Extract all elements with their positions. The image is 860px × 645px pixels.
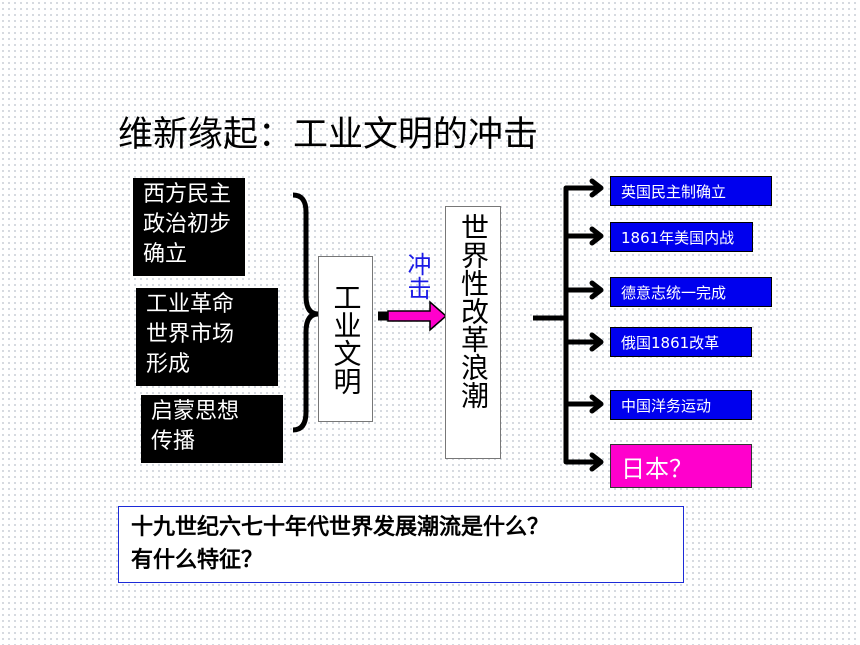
discussion-question: 十九世纪六七十年代世界发展潮流是什么？ 有什么特征？ xyxy=(118,506,684,583)
branch-arrowhead-russia xyxy=(589,332,604,352)
branch-arrowhead-usa xyxy=(589,226,604,246)
result-usa-civil-war: 1861年美国内战 xyxy=(610,222,753,252)
branch-arrowhead-britain xyxy=(589,178,604,198)
industrial-civilization-text: 工业文明 xyxy=(329,283,363,395)
result-britain: 英国民主制确立 xyxy=(610,176,772,206)
cause-box-democracy: 西方民主 政治初步 确立 xyxy=(133,178,245,276)
result-russia-reform: 俄国1861改革 xyxy=(610,327,752,357)
result-german-unification: 德意志统一完成 xyxy=(610,277,772,307)
branch-arrowhead-germany xyxy=(589,280,604,300)
industrial-civilization-box: 工业文明 xyxy=(318,256,373,422)
cause-box-enlightenment: 启蒙思想 传播 xyxy=(141,395,283,463)
result-japan: 日本？ xyxy=(610,444,752,488)
impact-label: 冲击 xyxy=(403,252,431,300)
branch-arrowhead-japan xyxy=(589,452,604,472)
branch-arrowhead-china xyxy=(589,394,604,414)
result-china-westernization: 中国洋务运动 xyxy=(610,390,752,420)
reform-wave-text: 世界性改革浪潮 xyxy=(457,213,490,409)
slide-title: 维新缘起：工业文明的冲击 xyxy=(118,115,539,155)
cause-brace xyxy=(292,192,319,433)
impact-arrow xyxy=(387,300,448,332)
cause-box-industrial-revolution: 工业革命 世界市场 形成 xyxy=(136,288,278,386)
reform-wave-box: 世界性改革浪潮 xyxy=(445,206,501,459)
